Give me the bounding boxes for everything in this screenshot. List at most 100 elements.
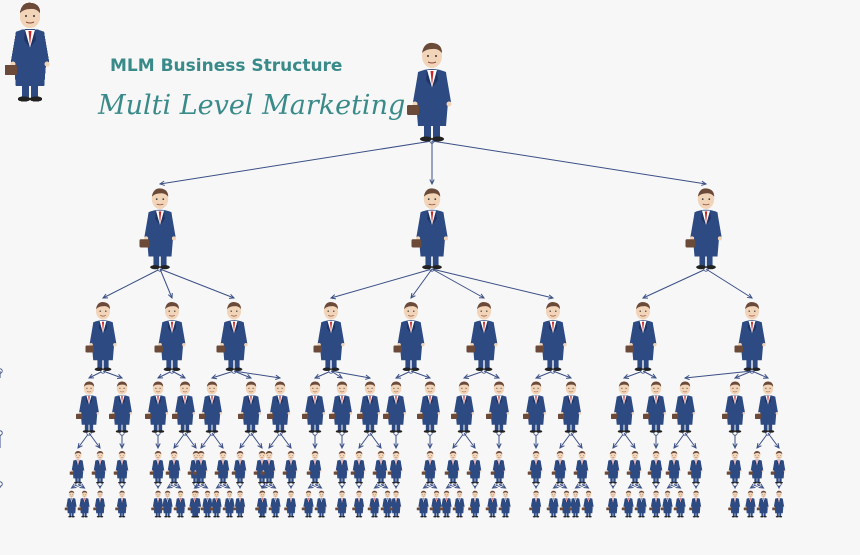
connector-line: [88, 370, 104, 379]
person-icon: [407, 42, 452, 142]
connector-line: [171, 370, 186, 379]
person-icon: [417, 381, 441, 433]
person-icon: [722, 381, 746, 433]
person-icon: [268, 490, 281, 518]
person-icon: [649, 490, 662, 518]
connector-line: [159, 268, 235, 299]
connector-arrowhead: [683, 374, 690, 381]
connector-arrowhead: [307, 483, 314, 489]
connector-arrowhead: [431, 483, 438, 489]
person-icon: [689, 490, 702, 518]
connector-line: [77, 483, 85, 489]
person-icon: [634, 490, 647, 518]
connector-arrowhead: [77, 442, 83, 449]
connector-line: [184, 432, 197, 449]
connector-line: [756, 432, 769, 449]
connector-arrowhead: [245, 373, 253, 379]
connector-line: [463, 432, 476, 449]
connector-arrowhead: [422, 483, 429, 489]
connector-line: [314, 370, 332, 379]
connector-arrowhead: [175, 483, 182, 489]
connector-line: [314, 483, 322, 489]
connector-line: [233, 370, 281, 379]
connector-arrowhead: [650, 373, 658, 379]
connector-arrowhead: [275, 374, 282, 380]
connector-line: [673, 483, 681, 489]
connector-arrowhead: [156, 373, 164, 379]
person-icon: [85, 302, 117, 372]
connector-node: [0, 430, 3, 436]
person-icon: [69, 450, 85, 484]
connector-arrowhead: [462, 374, 470, 380]
person-icon: [367, 490, 380, 518]
person-icon: [357, 381, 381, 433]
connector-arrowhead: [393, 443, 399, 450]
connector-line: [756, 483, 764, 489]
person-icon: [444, 450, 460, 484]
connector-node: [0, 481, 3, 487]
person-icon: [573, 450, 589, 484]
person-icon: [115, 490, 128, 518]
connector-arrowhead: [200, 442, 206, 449]
connector-line: [410, 268, 433, 299]
person-icon: [255, 490, 268, 518]
diagram-title: Multi Level Marketing: [98, 90, 406, 121]
person-icon: [64, 490, 77, 518]
person-icon: [284, 490, 297, 518]
connector-arrowhead: [733, 373, 741, 379]
person-icon: [439, 490, 452, 518]
person-icon: [314, 490, 327, 518]
person-icon: [685, 188, 722, 270]
connector-line: [751, 370, 769, 379]
person-icon: [559, 490, 572, 518]
connector-arrowhead: [561, 483, 568, 489]
person-icon: [154, 302, 186, 372]
person-icon: [535, 302, 567, 372]
connector-line: [88, 432, 101, 449]
connector-arrowhead: [261, 483, 268, 489]
connector-arrowhead: [429, 179, 435, 186]
connector-arrowhead: [533, 443, 539, 450]
person-icon: [380, 490, 393, 518]
connector-arrowhead: [373, 483, 380, 489]
connector-arrowhead: [155, 443, 161, 450]
person-icon: [260, 450, 276, 484]
connector-arrowhead: [622, 374, 630, 379]
connector-line: [173, 483, 181, 489]
connector-arrowhead: [410, 292, 416, 299]
diagram-subtitle: MLM Business Structure: [110, 56, 343, 76]
connector-arrowhead: [636, 483, 643, 489]
connector-line: [159, 140, 433, 185]
connector-line: [157, 370, 173, 379]
person-icon: [76, 381, 100, 433]
person-icon: [139, 188, 176, 270]
person-icon: [216, 302, 248, 372]
connector-line: [369, 432, 382, 449]
person-icon: [329, 381, 353, 433]
connector-line: [705, 268, 753, 299]
person-icon: [748, 450, 764, 484]
connector-arrowhead: [630, 442, 636, 449]
people: [5, 2, 786, 518]
connector-arrowhead: [732, 443, 738, 450]
connector-arrowhead: [339, 443, 345, 450]
person-icon: [734, 302, 766, 372]
connector-line: [642, 370, 657, 379]
connector-line: [77, 432, 90, 449]
person-icon: [421, 450, 437, 484]
person-icon: [165, 450, 181, 484]
connector-line: [102, 268, 161, 299]
connector-arrowhead: [173, 442, 179, 449]
connector-line: [429, 483, 437, 489]
person-icon: [313, 302, 345, 372]
person-icon: [282, 450, 298, 484]
connector-arrowhead: [577, 442, 583, 449]
connector-arrowhead: [316, 483, 323, 489]
connector-line: [222, 483, 230, 489]
connector-arrowhead: [574, 483, 581, 489]
connector-arrowhead: [179, 373, 187, 379]
person-icon: [350, 450, 366, 484]
connector-line: [559, 483, 567, 489]
connector-arrowhead: [534, 373, 542, 379]
